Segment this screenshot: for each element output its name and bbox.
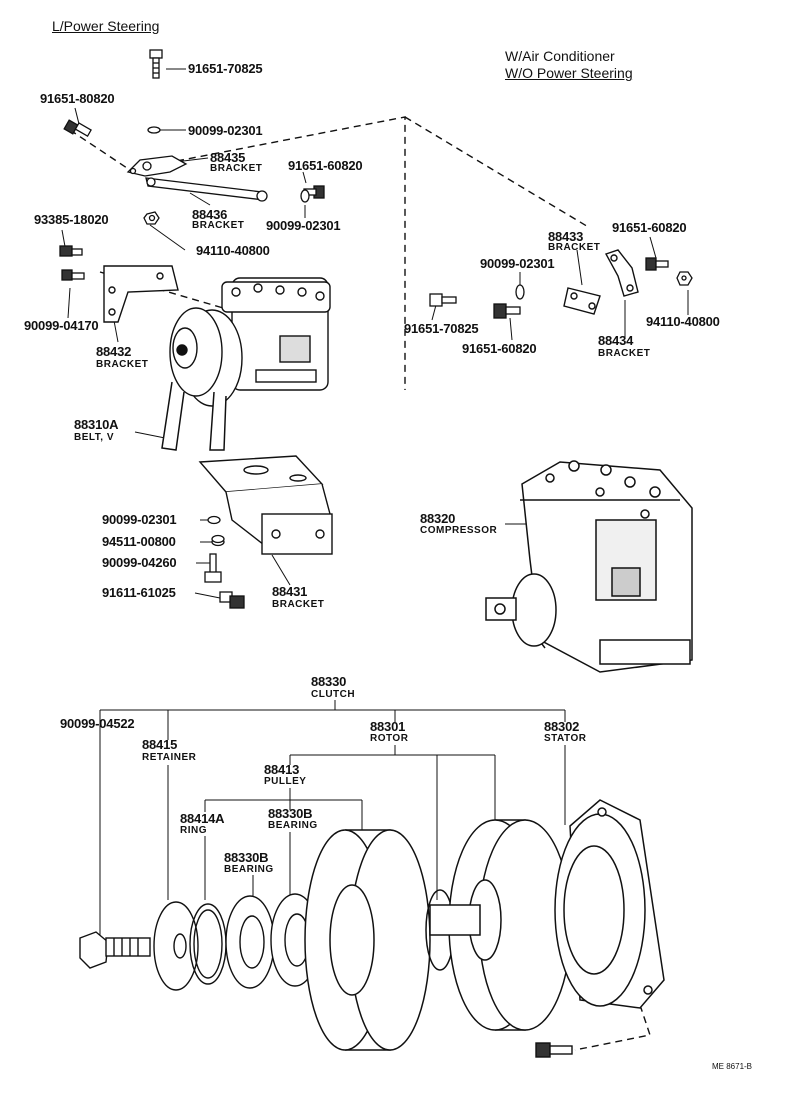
label-88434-name: BRACKET [598,348,651,359]
washer-90099-02301-b [300,189,310,203]
compressor-assembly-small [169,277,331,407]
label-88413: 88413 [264,762,300,777]
reference-code: ME 8671-B [712,1062,753,1071]
label-91651-60820-a: 91651-60820 [288,158,363,173]
label-90099-04170: 90099-04170 [24,318,99,333]
pulley-88413 [304,829,431,1051]
v-belt-88310A [161,381,227,451]
label-88415-name: RETAINER [142,752,197,763]
label-88413-name: PULLEY [264,776,307,787]
label-88310A-name: BELT, V [74,432,114,443]
bracket-88431 [198,455,333,555]
label-88330B-b-name: BEARING [224,864,274,875]
label-91651-60820-c: 91651-60820 [462,341,537,356]
label-88432-name: BRACKET [96,359,149,370]
label-91651-80820: 91651-80820 [40,91,115,106]
label-88302-name: STATOR [544,733,587,744]
label-88301-name: ROTOR [370,733,409,744]
bracket-88436 [145,177,268,202]
bolt-91611-61025 [219,591,245,609]
label-90099-02301-b: 90099-02301 [266,218,341,233]
label-94110-40800-b: 94110-40800 [646,314,720,329]
bracket-88432 [103,265,179,323]
label-88302: 88302 [544,719,580,734]
header-air-conditioner: W/Air Conditioner [505,48,615,64]
bolt-91651-70825-b [429,293,457,307]
label-88330: 88330 [311,674,347,689]
stator-88302 [554,799,665,1009]
bracket-88434 [604,249,639,297]
label-90099-02301-d: 90099-02301 [480,256,555,271]
nut-94110-40800-b [676,271,693,286]
label-88433-name: BRACKET [548,242,601,253]
label-88431-name: BRACKET [272,599,325,610]
bolt-91651-60820-b [645,257,669,271]
ac-group-outline [404,116,591,229]
header-power-steering: L/Power Steering [52,18,160,34]
retainer-88415 [153,901,199,991]
label-90099-02301-a: 90099-02301 [188,123,263,138]
label-88436-name: BRACKET [192,220,245,231]
label-88434: 88434 [598,333,634,348]
rotor-88301 [425,819,572,1031]
label-91651-70825-b: 91651-70825 [404,321,479,336]
label-88301: 88301 [370,719,406,734]
label-88414A: 88414A [180,811,225,826]
bolt-stator [535,1042,573,1058]
label-91651-60820-b: 91651-60820 [612,220,687,235]
bolt-91651-80820 [63,119,92,137]
label-88320: 88320 [420,511,456,526]
bolt-93385-18020 [59,245,83,257]
bearing-88330B-a [225,895,275,989]
bolt-90099-04260 [204,553,222,583]
label-94110-40800-a: 94110-40800 [196,243,270,258]
label-88320-name: COMPRESSOR [420,525,498,536]
label-88414A-name: RING [180,825,207,836]
label-88330-name: CLUTCH [311,689,356,700]
label-94511-00800: 94511-00800 [102,534,176,549]
label-88436: 88436 [192,207,228,222]
bracket-88433 [563,287,601,315]
washer-90099-02301-d [515,284,525,300]
compressor-88320 [485,460,693,673]
washer-90099-02301-c [207,515,221,525]
bolt-90099-04170 [61,269,85,281]
label-90099-04522: 90099-04522 [60,716,135,731]
label-88330B-a: 88330B [268,806,313,821]
label-91651-70825-top: 91651-70825 [188,61,263,76]
label-88435-name: BRACKET [210,163,263,174]
label-90099-02301-c: 90099-02301 [102,512,177,527]
label-88435: 88435 [210,150,246,165]
bolt-91651-60820-c [493,303,521,319]
label-88310A: 88310A [74,417,119,432]
washer-94511-00800 [211,534,225,547]
washer-90099-02301-a [147,126,161,134]
bracket-88435 [126,155,188,177]
label-88330B-a-name: BEARING [268,820,318,831]
lps-group-outline-lower [99,271,231,311]
label-88330B-b: 88330B [224,850,269,865]
bolt-91651-60820-a [303,185,325,199]
nut-94110-40800-a [143,211,160,225]
label-90099-04260: 90099-04260 [102,555,177,570]
header-wo-power-steering: W/O Power Steering [505,65,633,81]
label-93385-18020: 93385-18020 [34,212,109,227]
lower-bolt-dash [574,1004,651,1051]
label-88431: 88431 [272,584,308,599]
label-88433: 88433 [548,229,584,244]
lps-group-outline [69,116,406,390]
label-88432: 88432 [96,344,132,359]
bolt-90099-04522 [79,931,151,969]
label-91611-61025: 91611-61025 [102,585,176,600]
bolt-91651-70825-top [149,49,163,79]
label-88415: 88415 [142,737,178,752]
